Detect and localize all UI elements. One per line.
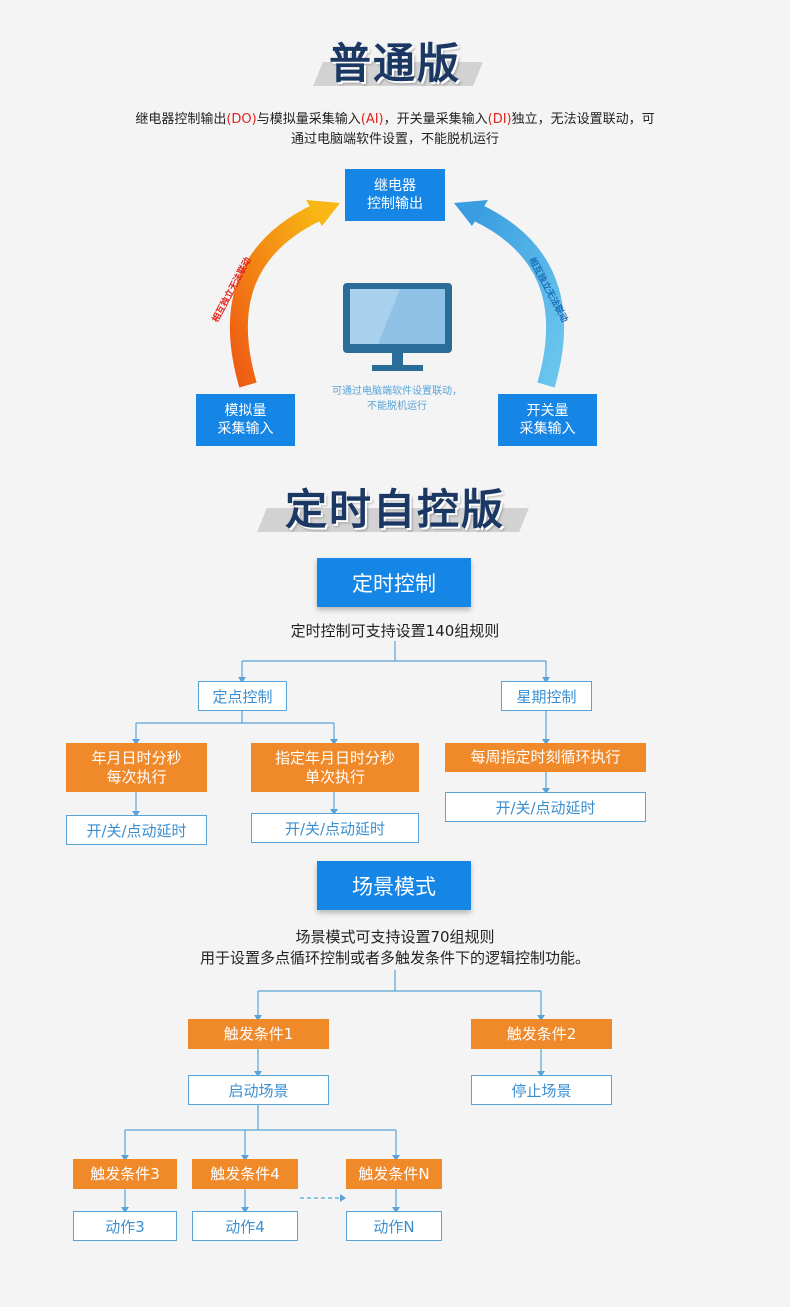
trigger-condition-2: 触发条件2 — [471, 1019, 612, 1049]
trigger-condition-3: 触发条件3 — [73, 1159, 177, 1189]
scene-desc-line1: 场景模式可支持设置70组规则 — [295, 928, 495, 946]
timer-control-tab: 定时控制 — [317, 558, 471, 607]
desc-di: (DI) — [487, 112, 512, 127]
ymd-each-time-box: 年月日时分秒每次执行 — [66, 743, 207, 792]
relay-line2: 控制输出 — [367, 196, 423, 212]
desc-text-3: ，开关量采集输入 — [383, 112, 488, 127]
basic-description: 继电器控制输出(DO)与模拟量采集输入(AI)，开关量采集输入(DI)独立，无法… — [80, 110, 710, 150]
switch-line2: 采集输入 — [519, 421, 576, 437]
left-arrow-head — [306, 200, 340, 226]
action-box-2: 开/关/点动延时 — [251, 813, 419, 843]
analog-input-box: 模拟量采集输入 — [196, 394, 295, 446]
desc-text-4: 独立，无法设置联动，可 — [511, 112, 655, 127]
desc-text-2: 与模拟量采集输入 — [256, 112, 361, 127]
spec-line2: 单次执行 — [304, 767, 365, 786]
start-scene-box: 启动场景 — [188, 1075, 329, 1105]
weekly-control-box: 星期控制 — [501, 681, 592, 711]
action-box-1: 开/关/点动延时 — [66, 815, 207, 845]
trigger-condition-1: 触发条件1 — [188, 1019, 329, 1049]
desc-text-line2: 通过电脑端软件设置，不能脱机运行 — [290, 132, 499, 147]
monitor-caption-line1: 可通过电脑端软件设置联动， — [332, 386, 462, 397]
action-4-box: 动作4 — [192, 1211, 298, 1241]
left-curved-arrow — [229, 203, 322, 388]
action-box-3: 开/关/点动延时 — [445, 792, 646, 822]
switch-input-box: 开关量采集输入 — [498, 394, 597, 446]
analog-line1: 模拟量 — [224, 403, 267, 419]
scene-mode-tab: 场景模式 — [317, 861, 471, 910]
independence-arrows — [229, 200, 565, 388]
spec-line1: 指定年月日时分秒 — [274, 748, 395, 767]
desc-do: (DO) — [226, 112, 257, 127]
monitor-icon — [343, 283, 452, 371]
action-3-box: 动作3 — [73, 1211, 177, 1241]
right-arrow-head — [454, 200, 488, 226]
specified-once-box: 指定年月日时分秒单次执行 — [251, 743, 419, 792]
timer-description: 定时控制可支持设置140组规则 — [290, 622, 500, 640]
analog-line2: 采集输入 — [217, 421, 274, 437]
trigger-condition-4: 触发条件4 — [192, 1159, 298, 1189]
stop-scene-box: 停止场景 — [471, 1075, 612, 1105]
ymd-line1: 年月日时分秒 — [91, 748, 182, 767]
trigger-condition-n: 触发条件N — [346, 1159, 442, 1189]
ymd-line2: 每次执行 — [106, 767, 167, 786]
desc-ai: (AI) — [360, 112, 384, 127]
monitor-caption-line2: 不能脱机运行 — [367, 401, 427, 412]
desc-text-1: 继电器控制输出 — [135, 112, 227, 127]
right-curved-arrow — [472, 203, 565, 388]
relay-line1: 继电器 — [374, 178, 416, 194]
relay-output-box: 继电器控制输出 — [345, 169, 445, 221]
fixed-point-control-box: 定点控制 — [198, 681, 287, 711]
weekly-cycle-box: 每周指定时刻循环执行 — [445, 743, 646, 772]
scene-description: 场景模式可支持设置70组规则 用于设置多点循环控制或者多触发条件下的逻辑控制功能… — [95, 927, 695, 969]
action-n-box: 动作N — [346, 1211, 442, 1241]
monitor-caption: 可通过电脑端软件设置联动， 不能脱机运行 — [302, 384, 492, 414]
timed-section-title: 定时自控版 — [284, 485, 505, 534]
basic-section-title: 普通版 — [328, 39, 461, 88]
scene-desc-line2: 用于设置多点循环控制或者多触发条件下的逻辑控制功能。 — [199, 949, 590, 967]
switch-line1: 开关量 — [526, 403, 569, 419]
